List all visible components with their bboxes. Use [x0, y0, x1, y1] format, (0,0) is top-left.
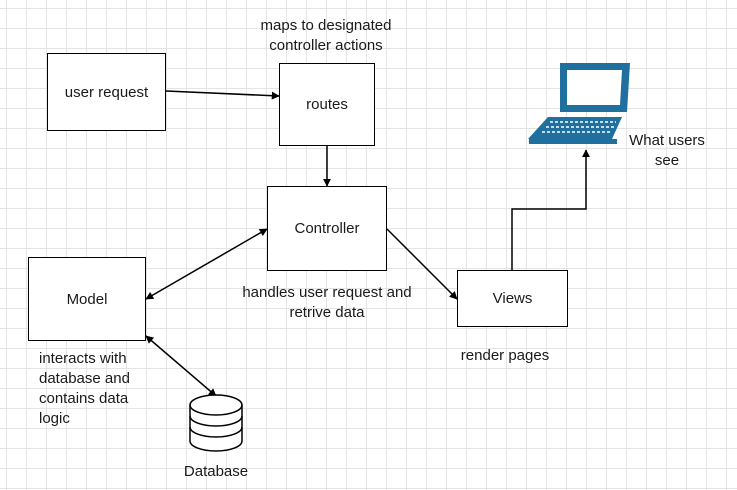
views-annotation: render pages: [460, 347, 550, 364]
routes-label: routes: [306, 96, 348, 113]
what-users-see-label: What users see: [629, 132, 705, 169]
user-request-box[interactable]: user request: [47, 53, 166, 131]
model-box[interactable]: Model: [28, 257, 146, 341]
views-box[interactable]: Views: [457, 270, 568, 327]
model-annotation: interacts with database and contains dat…: [39, 350, 130, 427]
model-label: Model: [66, 290, 108, 308]
controller-label: Controller: [294, 220, 360, 237]
database-label: Database: [183, 463, 249, 480]
controller-box[interactable]: Controller: [267, 186, 387, 271]
database-cylinder-icon: [189, 394, 243, 452]
edge-controller-model: [145, 228, 268, 300]
controller-annotation: handles user request and retrive data: [242, 284, 412, 321]
laptop-icon: [528, 63, 630, 144]
routes-annotation: maps to designated controller actions: [260, 17, 392, 54]
user-request-label: user request: [64, 83, 149, 101]
edge-controller-to-views: [386, 228, 458, 300]
edge-views-to-laptop: [511, 149, 590, 270]
edge-model-database: [145, 335, 217, 397]
views-label: Views: [492, 290, 533, 307]
routes-box[interactable]: routes: [279, 63, 375, 146]
edge-user-request-to-routes: [165, 90, 280, 100]
